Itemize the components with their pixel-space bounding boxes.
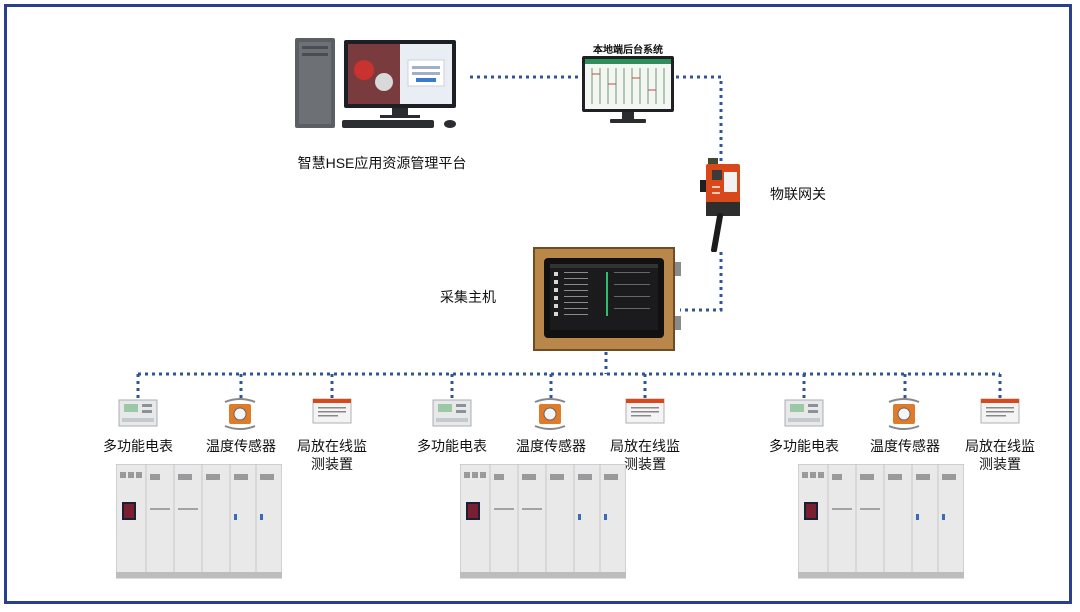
pd-monitor-label-line2: 测装置 [624,456,666,472]
multifunction-meter-icon [118,399,158,427]
pd-monitor-label: 局放在线监 测装置 [600,437,690,473]
pd-monitor-label-line2: 测装置 [311,456,353,472]
switchgear-cabinet-icon [116,464,282,579]
pd-monitor-label: 局放在线监 测装置 [955,437,1045,473]
partial-discharge-monitor-icon [980,398,1020,424]
temperature-sensor-label: 温度传感器 [206,438,276,454]
temperature-sensor-icon [534,398,566,430]
iot-gateway-icon [700,158,740,252]
backend-monitor-icon [582,56,674,123]
multifunction-meter-icon [784,399,824,427]
meter-label: 多功能电表 [769,438,839,454]
meter-label: 多功能电表 [103,438,173,454]
link-gateway-host [680,252,723,312]
host-label: 采集主机 [440,289,496,305]
pd-monitor-label: 局放在线监 测装置 [287,437,377,473]
link-backend-gateway [676,75,723,162]
multifunction-meter-icon [432,399,472,427]
temperature-sensor-label: 温度传感器 [870,438,940,454]
diagram-frame [4,4,1072,604]
gateway-label: 物联网关 [770,186,826,202]
temperature-sensor-label: 温度传感器 [516,438,586,454]
desktop-computer-icon [295,38,456,128]
meter-label: 多功能电表 [417,438,487,454]
pd-monitor-label-line1: 局放在线监 [965,438,1035,454]
backend-label: 本地端后台系统 [593,45,663,56]
switchgear-cabinet-icon [460,464,626,579]
partial-discharge-monitor-icon [625,398,665,424]
temperature-sensor-icon [888,398,920,430]
pd-monitor-label-line1: 局放在线监 [610,438,680,454]
temperature-sensor-icon [224,398,256,430]
platform-label: 智慧HSE应用资源管理平台 [297,155,467,171]
partial-discharge-monitor-icon [312,398,352,424]
pd-monitor-label-line2: 测装置 [979,456,1021,472]
collection-host-icon [533,247,681,351]
switchgear-cabinet-icon [798,464,964,579]
pd-monitor-label-line1: 局放在线监 [297,438,367,454]
